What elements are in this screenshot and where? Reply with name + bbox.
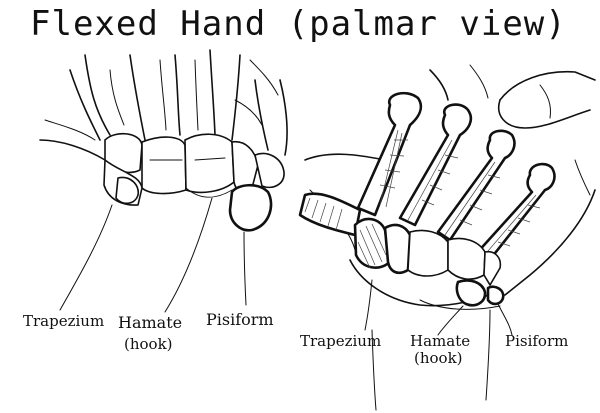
right-metacarpals — [298, 91, 556, 264]
right-carpals — [353, 217, 505, 307]
left-label-hamate: Hamate — [118, 313, 183, 332]
left-label-trapezium: Trapezium — [23, 312, 105, 330]
left-metacarpals — [39, 49, 288, 161]
right-thumb — [429, 64, 596, 129]
right-label-pisiform: Pisiform — [505, 332, 569, 350]
right-leader-lines — [364, 279, 513, 411]
left-label-pisiform: Pisiform — [206, 310, 274, 329]
right-label-trapezium: Trapezium — [300, 332, 382, 350]
right-label-hamate: Hamate — [410, 332, 471, 350]
page-title: Flexed Hand (palmar view) — [30, 4, 567, 44]
left-carpals — [103, 132, 285, 232]
left-leader-lines — [59, 197, 247, 313]
left-label-hamate-hook: (hook) — [124, 335, 173, 353]
right-label-hamate-hook: (hook) — [414, 349, 463, 367]
